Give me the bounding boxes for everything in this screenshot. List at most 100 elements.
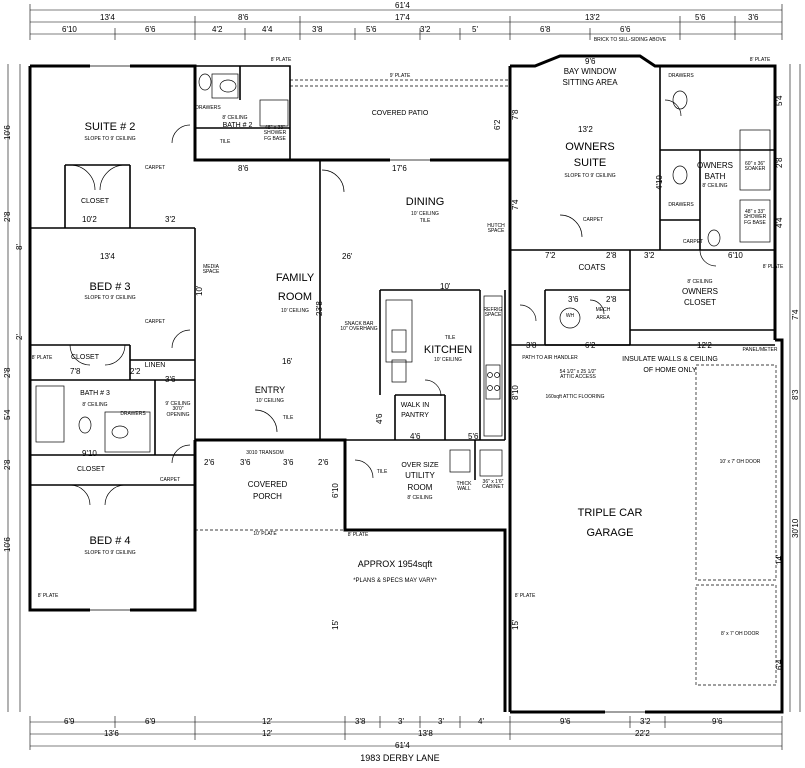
- dim-left-0: 10'6: [3, 125, 12, 140]
- attic-note: 54 1/2" x 25 1/2" ATTIC ACCESS: [559, 369, 597, 381]
- bed4-label: BED # 4: [89, 535, 131, 547]
- drawers-note-4: DRAWERS: [668, 202, 694, 208]
- tile-note-1: TILE: [219, 139, 231, 145]
- carpet-note-4: CARPET: [582, 217, 604, 223]
- dim-left-4: 2'8: [3, 367, 12, 378]
- dim-int-1: 3'2: [165, 215, 176, 224]
- dim-int-16: 3'6: [283, 458, 294, 467]
- dim-top2-4: 3'8: [312, 25, 323, 34]
- dim-int-24: 3'6: [568, 295, 579, 304]
- insulate-line-2: OF HOME ONLY: [643, 367, 697, 374]
- dim-int-19: 5'6: [468, 432, 479, 441]
- porch-label-1: COVERED: [247, 480, 288, 489]
- bath3-note: 8' CEILING: [82, 402, 108, 408]
- kitchen-label: KITCHEN: [423, 344, 473, 356]
- suite2-label: SUITE # 2: [84, 121, 136, 133]
- tile-note-4: TILE: [282, 415, 294, 421]
- carpet-note-3: CARPET: [159, 477, 181, 483]
- owners-bath-note: 8' CEILING: [702, 183, 728, 189]
- dim-right-4: 8'3: [791, 389, 800, 400]
- dim-int-12: 3'6: [165, 375, 176, 384]
- dim-bot2-3: 22'2: [635, 729, 650, 738]
- dim-bot1-6: 4': [478, 717, 484, 726]
- bed4-note: SLOPE TO 9' CEILING: [84, 550, 136, 556]
- dim-v-0: 23'8: [315, 301, 324, 316]
- dim-int-26: 3'8: [526, 341, 537, 350]
- plate-8-note-2: 8' PLATE: [749, 57, 771, 63]
- entry-label: ENTRY: [254, 385, 286, 395]
- dim-int-0: 10'2: [82, 215, 97, 224]
- dim-top1-3: 13'2: [585, 13, 600, 22]
- dim-left-2: 8': [15, 244, 24, 250]
- dim-top2-9: 6'6: [620, 25, 631, 34]
- bath2-label: BATH # 2: [222, 122, 253, 129]
- dim-v-10: 4'10: [655, 175, 664, 190]
- dim-top1-1: 8'6: [238, 13, 249, 22]
- owners-label-1: OWNERS: [565, 141, 615, 153]
- drawers-note-1: DRAWERS: [195, 105, 221, 111]
- snack-note: SNACK BAR 10" OVERHANG: [340, 321, 378, 333]
- plate-8-note-4: 8' PLATE: [37, 593, 59, 599]
- door-10x7-note: 10' x 7' OH DOOR: [719, 459, 761, 465]
- dim-right-2: 4'4: [775, 217, 784, 228]
- dim-int-7: 17'6: [392, 164, 407, 173]
- hutch-note: HUTCH SPACE: [487, 223, 505, 235]
- media-note: MEDIA SPACE: [202, 264, 220, 276]
- utility-label-1: UTILITY: [405, 471, 435, 480]
- attic-floor-note: 160sqft ATTIC FLOORING: [545, 394, 605, 400]
- patio-label: COVERED PATIO: [371, 110, 429, 117]
- carpet-note-2: CARPET: [144, 319, 166, 325]
- garage-label-1: TRIPLE CAR: [577, 507, 643, 519]
- dim-right-7: 6'4: [775, 659, 784, 670]
- owners-bath-label-1: OWNERS: [697, 161, 733, 170]
- cabinet-note: 36" x 1'6" CABINET: [482, 479, 504, 491]
- tile-note-2: TILE: [444, 335, 456, 341]
- dim-bot1-3: 3'8: [355, 717, 366, 726]
- door-8x7-note: 8' x 7' OH DOOR: [720, 631, 760, 637]
- mech-label-1: MECH: [595, 307, 611, 313]
- dim-bot2-1: 12': [262, 729, 273, 738]
- dim-v-7: 6'2: [493, 119, 502, 130]
- dim-v-4: 6'10: [331, 483, 340, 498]
- shower-note-2: 48" x 33" SHOWER FG BASE: [743, 209, 767, 226]
- coats-label: COATS: [578, 263, 606, 272]
- utility-label-0: OVER SIZE: [401, 462, 439, 469]
- dim-right-1: 2'8: [775, 157, 784, 168]
- owners-closet-label-1: OWNERS: [682, 287, 718, 296]
- dim-left-1: 2'8: [3, 211, 12, 222]
- dim-right-5: 30'10: [791, 518, 800, 538]
- closet-b3-label: CLOSET: [70, 354, 99, 361]
- dim-right-6: 14': [775, 554, 784, 565]
- dining-note-2: TILE: [419, 218, 431, 224]
- plate-8-note-7: 8' PLATE: [514, 593, 536, 599]
- dim-right-0: 5'4: [775, 95, 784, 106]
- dim-int-27: 6'2: [585, 341, 596, 350]
- dim-overall-bottom: 61'4: [395, 741, 410, 750]
- dim-top2-0: 6'10: [62, 25, 77, 34]
- dim-int-11: 2'2: [130, 367, 141, 376]
- area-note: APPROX 1954sqft: [357, 559, 433, 569]
- dim-bot1-9: 9'6: [712, 717, 723, 726]
- dim-top1-2: 17'4: [395, 13, 410, 22]
- air-handler-note: PATH TO AIR HANDLER: [522, 355, 578, 361]
- dim-int-4: 16': [282, 357, 293, 366]
- garage-label-2: GARAGE: [586, 527, 634, 539]
- dim-v-8: 7'4: [511, 199, 520, 210]
- bath2-note: 8' CEILING: [222, 115, 248, 121]
- dim-bot2-2: 13'8: [418, 729, 433, 738]
- kitchen-note: 10' CEILING: [434, 357, 462, 363]
- plan-title: 1983 DERBY LANE: [360, 753, 440, 763]
- dim-overall-top: 61'4: [395, 1, 410, 10]
- owners-closet-note: 8' CEILING: [687, 279, 713, 285]
- bath3-label: BATH # 3: [80, 390, 110, 397]
- owners-label-2: SUITE: [573, 157, 607, 169]
- insulate-line-1: INSULATE WALLS & CEILING: [622, 356, 718, 363]
- thick-wall-note: THICK WALL: [456, 481, 472, 493]
- dim-int-20: 7'2: [545, 251, 556, 260]
- utility-label-2: ROOM: [407, 483, 433, 492]
- family-label-1: FAMILY: [275, 272, 315, 284]
- closet-s2-label: CLOSET: [80, 198, 109, 205]
- plate-9-note: 9' PLATE: [389, 73, 411, 79]
- dim-left-5: 5'4: [3, 409, 12, 420]
